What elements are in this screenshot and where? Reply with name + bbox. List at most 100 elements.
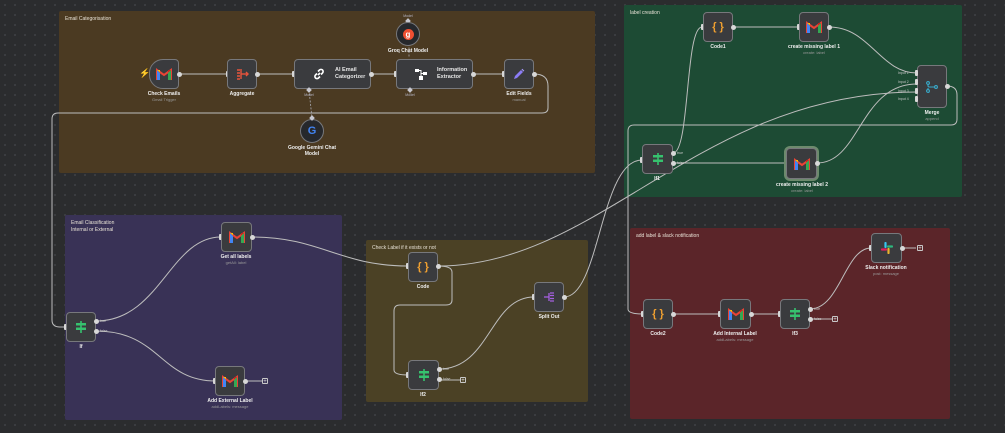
node-ai-email-categorizer[interactable]: AI Email Categorizer: [294, 59, 371, 89]
input-port[interactable]: [502, 71, 505, 77]
true-output-port[interactable]: [671, 151, 676, 156]
false-label: false: [677, 161, 685, 165]
code-braces-icon: { }: [417, 261, 429, 273]
model-port-label: Model: [405, 93, 415, 97]
group-title: Email Classification Internal or Externa…: [71, 220, 115, 233]
output-port[interactable]: [532, 72, 537, 77]
node-code[interactable]: { }: [408, 252, 438, 282]
input-port[interactable]: [778, 311, 781, 317]
input-port[interactable]: [213, 378, 216, 384]
true-output-port[interactable]: [94, 319, 99, 324]
input-port[interactable]: [718, 311, 721, 317]
group-email-classification[interactable]: Email Classification Internal or Externa…: [65, 215, 342, 420]
merge-input-3-label: Input 3: [898, 89, 909, 93]
output-port[interactable]: [731, 25, 736, 30]
input-port[interactable]: [406, 372, 409, 378]
add-node-button[interactable]: +: [832, 316, 838, 323]
node-label-code1: Code1: [710, 44, 726, 50]
node-slack-notification[interactable]: [871, 233, 902, 263]
input-port[interactable]: [532, 294, 535, 300]
output-port[interactable]: [369, 72, 374, 77]
input-port[interactable]: [640, 157, 643, 163]
output-port[interactable]: [562, 295, 567, 300]
input-port[interactable]: [219, 234, 222, 240]
group-title: Check Label if it exists or not: [372, 245, 436, 251]
add-node-button[interactable]: +: [917, 245, 923, 252]
merge-input-1-port[interactable]: [915, 70, 918, 76]
input-port[interactable]: [869, 245, 872, 251]
node-edit-fields[interactable]: [504, 59, 534, 89]
output-port[interactable]: [250, 235, 255, 240]
node-code2[interactable]: { }: [643, 299, 673, 329]
output-port[interactable]: [255, 72, 260, 77]
node-if3[interactable]: [780, 299, 810, 329]
node-if1[interactable]: [642, 144, 673, 174]
group-check-label[interactable]: Check Label if it exists or not: [366, 240, 588, 402]
node-merge[interactable]: [917, 65, 947, 108]
false-output-port[interactable]: [94, 329, 99, 334]
output-port[interactable]: [671, 312, 676, 317]
output-port[interactable]: [827, 25, 832, 30]
node-add-internal-label[interactable]: [720, 299, 751, 329]
output-port[interactable]: [900, 246, 905, 251]
google-icon: G: [307, 125, 317, 137]
node-label-code: Code: [416, 284, 430, 290]
code-braces-icon: { }: [652, 308, 664, 320]
input-port[interactable]: [292, 71, 295, 77]
output-port[interactable]: [815, 161, 820, 166]
merge-input-1-label: Input 1: [898, 71, 909, 75]
output-port[interactable]: [436, 264, 441, 269]
node-if[interactable]: [66, 312, 96, 342]
input-port[interactable]: [641, 311, 644, 317]
node-code1[interactable]: { }: [703, 12, 733, 42]
split-out-icon: [543, 291, 555, 303]
input-port[interactable]: [64, 324, 67, 330]
if-signpost-icon: [418, 369, 430, 381]
node-information-extractor[interactable]: Information Extractor: [396, 59, 473, 89]
node-if2[interactable]: [408, 360, 439, 390]
model-port-label: Model: [403, 14, 413, 18]
node-label-if: If: [79, 344, 83, 350]
output-port[interactable]: [243, 379, 248, 384]
node-groq-chat-model[interactable]: g: [396, 22, 420, 46]
node-google-gemini-chat-model[interactable]: G: [300, 119, 324, 143]
input-port[interactable]: [394, 71, 397, 77]
output-port[interactable]: [945, 84, 950, 89]
group-title: add label & slack notification: [636, 233, 700, 239]
input-port[interactable]: [784, 160, 787, 166]
false-label: false: [443, 377, 451, 381]
gmail-icon: [793, 157, 810, 170]
node-create-missing-label-2[interactable]: [786, 148, 817, 179]
false-output-port[interactable]: [671, 161, 676, 166]
merge-input-2-port[interactable]: [915, 79, 918, 85]
add-node-button[interactable]: +: [262, 378, 268, 385]
node-label-if1: If1: [654, 176, 660, 182]
true-output-port[interactable]: [437, 367, 442, 372]
node-aggregate[interactable]: [227, 59, 257, 89]
merge-input-4-port[interactable]: [915, 96, 918, 102]
input-port[interactable]: [797, 24, 800, 30]
false-output-port[interactable]: [808, 317, 813, 322]
output-port[interactable]: [177, 72, 182, 77]
node-get-all-labels[interactable]: [221, 222, 252, 252]
node-split-out[interactable]: [534, 282, 564, 312]
output-port[interactable]: [749, 312, 754, 317]
false-output-port[interactable]: [437, 377, 442, 382]
true-output-port[interactable]: [808, 307, 813, 312]
input-port[interactable]: [701, 24, 704, 30]
node-create-missing-label-1[interactable]: [799, 12, 829, 42]
output-port[interactable]: [471, 72, 476, 77]
merge-input-3-port[interactable]: [915, 88, 918, 94]
input-port[interactable]: [406, 263, 409, 269]
if-signpost-icon: [652, 153, 664, 165]
node-label-aggregate: Aggregate: [229, 91, 255, 97]
node-check-emails[interactable]: [149, 59, 179, 89]
node-add-external-label[interactable]: [215, 366, 245, 396]
add-node-button[interactable]: +: [460, 377, 466, 384]
